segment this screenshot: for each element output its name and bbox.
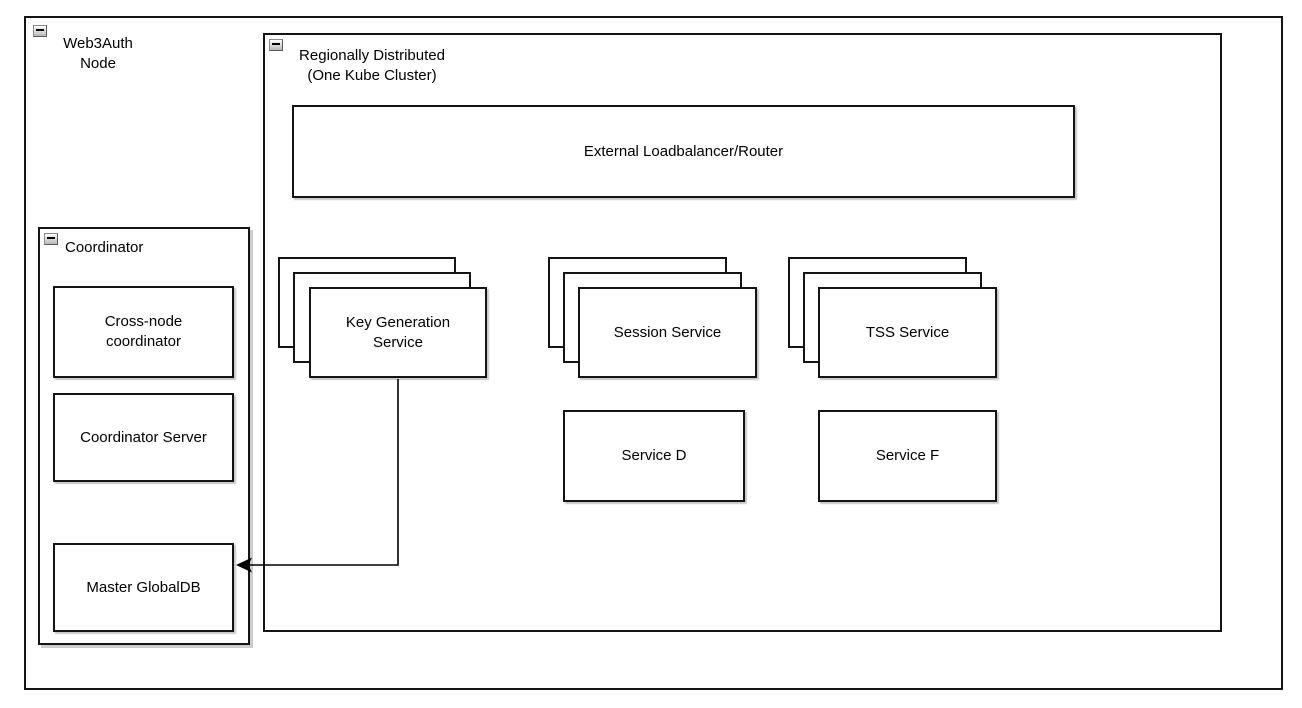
node-service-d-label: Service D <box>621 447 687 464</box>
collapse-icon[interactable] <box>269 39 283 51</box>
node-coordinator-server-label: Coordinator Server <box>80 428 207 446</box>
node-service-f[interactable]: Service F <box>818 410 997 502</box>
minus-glyph <box>36 29 44 31</box>
node-key-generation-service[interactable]: Key Generation Service <box>309 287 487 378</box>
node-session-service-label: Session Service <box>613 323 722 341</box>
node-tss-service-label: TSS Service <box>865 323 950 341</box>
node-cross-node-coordinator[interactable]: Cross-node coordinator <box>53 286 234 378</box>
collapse-icon[interactable] <box>44 233 58 245</box>
collapse-icon[interactable] <box>33 25 47 37</box>
minus-glyph <box>272 43 280 45</box>
node-external-loadbalancer[interactable]: External Loadbalancer/Router <box>292 105 1075 198</box>
node-service-f-label: Service F <box>875 447 940 464</box>
node-cross-node-coordinator-label: Cross-node coordinator <box>104 313 183 350</box>
node-service-d[interactable]: Service D <box>563 410 745 502</box>
node-session-service[interactable]: Session Service <box>578 287 757 378</box>
node-master-globaldb-label: Master GlobalDB <box>86 578 201 596</box>
minus-glyph <box>47 237 55 239</box>
node-key-generation-service-label: Key Generation Service <box>345 313 451 351</box>
node-coordinator-server[interactable]: Coordinator Server <box>53 393 234 482</box>
node-external-loadbalancer-label: External Loadbalancer/Router <box>583 142 784 160</box>
group-web3auth-node-label: Web3Auth Node <box>63 35 133 72</box>
group-coordinator-label: Coordinator <box>65 239 144 256</box>
group-regionally-distributed-label: Regionally Distributed (One Kube Cluster… <box>299 47 445 84</box>
node-tss-service[interactable]: TSS Service <box>818 287 997 378</box>
node-master-globaldb[interactable]: Master GlobalDB <box>53 543 234 632</box>
